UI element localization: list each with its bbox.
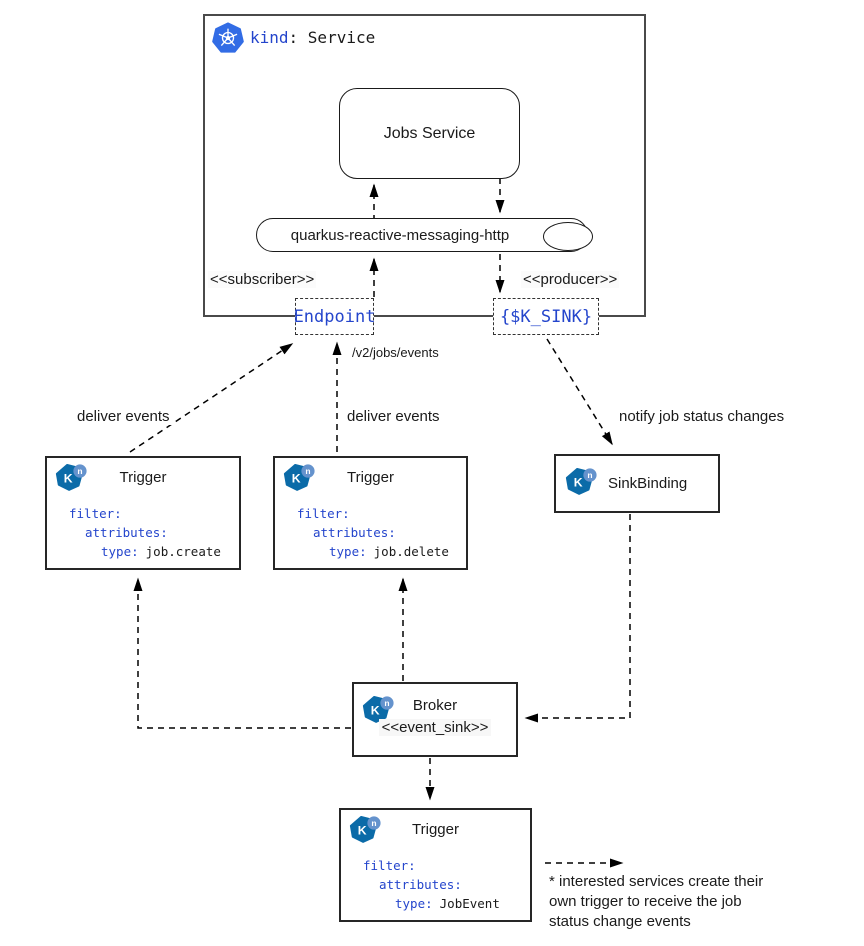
endpoint-label: Endpoint (293, 306, 376, 327)
knative-icon: K n (361, 695, 395, 729)
yaml-type-value: JobEvent (439, 896, 500, 911)
svg-text:K: K (64, 471, 73, 485)
deliver-events-mid-label: deliver events (345, 408, 442, 425)
trigger-title: Trigger (119, 469, 167, 486)
yaml-attributes-line: attributes: (313, 525, 396, 540)
kind-service-label: kind: Service (250, 28, 375, 47)
knative-icon: K n (282, 463, 316, 497)
producer-stereotype: <<producer>> (521, 271, 620, 288)
subscriber-stereotype: <<subscriber>> (208, 271, 317, 288)
ksink-port: {$K_SINK} (493, 298, 599, 335)
arrow-sinkbinding-to-broker (524, 514, 631, 723)
messaging-channel-label: quarkus-reactive-messaging-http (290, 226, 510, 244)
yaml-type-key: type: (329, 544, 367, 559)
broker-stereotype: <<event_sink>> (378, 719, 492, 736)
footnote-text: * interested services create their own t… (549, 873, 764, 930)
arrow-broker-to-trigger1 (133, 577, 351, 729)
yaml-type-value: job.create (145, 544, 221, 559)
knative-icon: K n (54, 463, 88, 497)
arrow-trigger1-to-endpoint (129, 343, 294, 453)
trigger-title: Trigger (412, 821, 459, 838)
arrow-ksink-to-sinkbinding (546, 338, 613, 446)
events-path-label: /v2/jobs/events (352, 345, 439, 360)
kind-value: : Service (288, 28, 376, 47)
ksink-label: {$K_SINK} (499, 306, 593, 327)
kubernetes-icon (212, 22, 244, 54)
jobs-service-node: Jobs Service (339, 88, 520, 179)
jobs-service-label: Jobs Service (383, 124, 476, 142)
sinkbinding-title: SinkBinding (608, 475, 688, 492)
messaging-channel-node: quarkus-reactive-messaging-http (256, 218, 588, 252)
channel-end-ellipse (543, 222, 593, 251)
yaml-filter-line: filter: (69, 506, 122, 521)
yaml-type-value: job.delete (373, 544, 449, 559)
svg-text:n: n (587, 469, 592, 479)
trigger-jobevent-node: K n Trigger filter: attributes: type: Job… (339, 808, 532, 922)
svg-text:n: n (305, 466, 310, 476)
svg-text:n: n (371, 818, 376, 828)
svg-text:K: K (371, 703, 380, 717)
endpoint-port: Endpoint (293, 298, 376, 335)
sinkbinding-node: K n SinkBinding (554, 454, 720, 513)
svg-text:n: n (384, 698, 389, 708)
notify-status-label: notify job status changes (617, 408, 787, 425)
broker-node: K n Broker <<event_sink>> (352, 682, 518, 757)
svg-text:K: K (358, 823, 367, 837)
knative-icon: K n (348, 815, 382, 849)
trigger-create-node: K n Trigger filter: attributes: type: job… (45, 456, 241, 570)
svg-text:K: K (292, 471, 301, 485)
svg-text:n: n (77, 466, 82, 476)
deliver-events-left-label: deliver events (75, 408, 172, 425)
yaml-attributes-line: attributes: (85, 525, 168, 540)
kind-key: kind (250, 28, 289, 47)
trigger-delete-node: K n Trigger filter: attributes: type: job… (273, 456, 468, 570)
svg-text:K: K (574, 475, 583, 489)
knative-icon: K n (564, 467, 598, 501)
yaml-filter-line: filter: (297, 506, 350, 521)
broker-title: Broker (412, 697, 458, 714)
yaml-type-key: type: (395, 896, 433, 911)
yaml-filter-line: filter: (363, 858, 416, 873)
yaml-attributes-line: attributes: (379, 877, 462, 892)
yaml-type-key: type: (101, 544, 139, 559)
trigger-title: Trigger (347, 469, 394, 486)
